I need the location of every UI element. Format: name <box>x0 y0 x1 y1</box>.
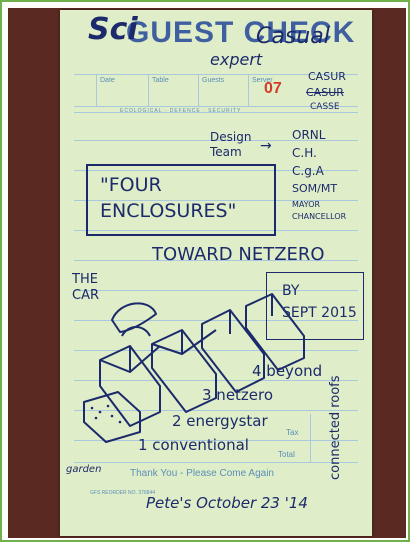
label-date: Date <box>100 77 115 84</box>
total-label: Total <box>278 450 295 459</box>
vertical-note: connected roofs <box>328 375 343 480</box>
stage-2: 2 energystar <box>172 412 268 430</box>
list-item: ORNL <box>292 128 325 142</box>
thanks-text: Thank You - Please Come Again <box>130 468 274 479</box>
signature: Pete's October 23 '14 <box>146 494 308 512</box>
stage-1: 1 conventional <box>138 436 249 454</box>
note-top-right-3: CASSE <box>310 102 340 112</box>
check-number: 07 <box>264 80 282 98</box>
garden-note: garden <box>66 464 101 475</box>
list-item: C.g.A <box>292 164 324 178</box>
note-top-right-2: CASUR <box>306 86 344 99</box>
list-item: MAYOR <box>292 200 320 209</box>
column-divider <box>148 74 149 106</box>
label-table: Table <box>152 77 169 84</box>
photo: GUEST CHECK Date Table Guests Server ECO… <box>8 8 406 538</box>
design-team-note: Design Team <box>210 130 251 160</box>
list-item: SOM/MT <box>292 182 337 195</box>
tax-label: Tax <box>286 428 298 437</box>
handwritten-expert: expert <box>210 50 262 69</box>
label-guests: Guests <box>202 77 224 84</box>
column-divider <box>198 74 199 106</box>
arrow-icon: → <box>260 138 272 154</box>
handwritten-overwrite: Sci <box>88 12 138 47</box>
stage-4: 4 beyond <box>252 362 322 380</box>
note-top-right-1: CASUR <box>308 70 346 83</box>
boxed-title: "FOUR ENCLOSURES" <box>100 172 236 224</box>
handwritten-casual: Casual <box>256 24 330 49</box>
list-item: C.H. <box>292 146 317 160</box>
stage-3: 3 netzero <box>202 386 273 404</box>
subtitle: TOWARD NETZERO <box>152 244 325 265</box>
header-fine-row: ECOLOGICAL · DEFENCE · SECURITY <box>120 108 241 114</box>
column-divider <box>96 74 97 106</box>
guest-check-paper: GUEST CHECK Date Table Guests Server ECO… <box>60 10 372 536</box>
list-item: CHANCELLOR <box>292 212 346 221</box>
column-divider <box>248 74 249 106</box>
